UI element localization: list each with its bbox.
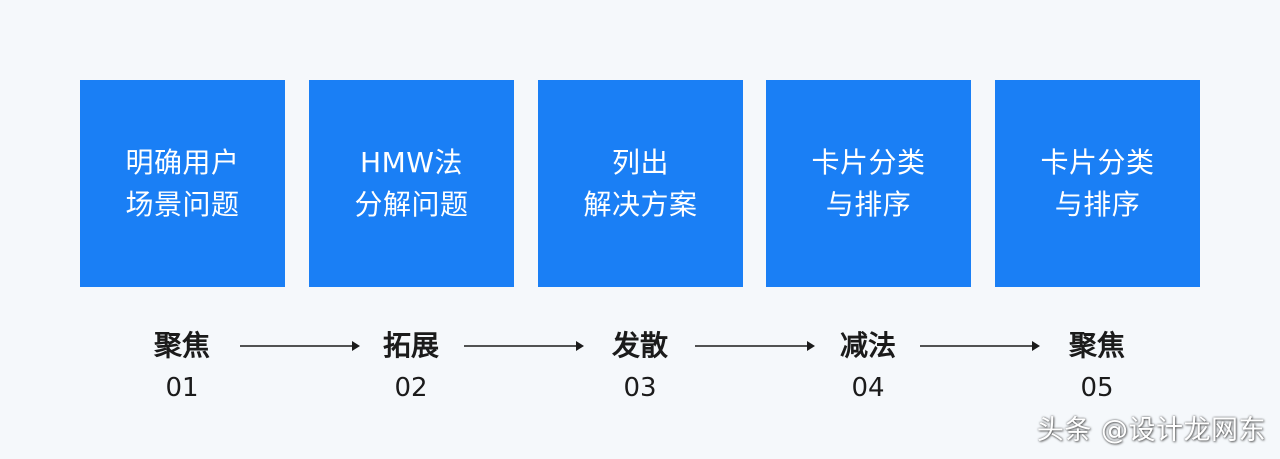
step-card-4-line-2: 与排序 xyxy=(825,187,912,221)
step-card-5-line-1: 卡片分类 xyxy=(1040,145,1155,179)
step-card-3: 列出 解决方案 xyxy=(538,80,743,287)
phase-number-3: 03 xyxy=(623,373,657,403)
step-card-2-line-1: HMW法 xyxy=(360,145,463,179)
watermark: 头条 @设计龙网东 xyxy=(1036,415,1266,446)
arrow-right-icon xyxy=(695,341,815,351)
step-card-1-line-2: 场景问题 xyxy=(125,187,240,221)
arrow-right-icon xyxy=(920,341,1040,351)
phase-label-5: 聚焦 xyxy=(1068,329,1125,362)
step-card-1-line-1: 明确用户 xyxy=(125,145,240,179)
arrow-right-icon xyxy=(464,341,584,351)
phase-label-4: 减法 xyxy=(839,329,896,362)
step-card-4: 卡片分类 与排序 xyxy=(766,80,971,287)
step-card-4-line-1: 卡片分类 xyxy=(811,145,926,179)
step-card-1: 明确用户 场景问题 xyxy=(80,80,285,287)
phase-label-1: 聚焦 xyxy=(153,329,210,362)
phase-number-2: 02 xyxy=(394,373,428,403)
step-card-3-line-1: 列出 xyxy=(611,145,669,179)
step-card-2: HMW法 分解问题 xyxy=(309,80,514,287)
phase-number-4: 04 xyxy=(851,373,885,403)
arrow-right-icon xyxy=(240,341,360,351)
step-card-5-line-2: 与排序 xyxy=(1054,187,1141,221)
phase-label-2: 拓展 xyxy=(382,329,439,362)
phase-number-1: 01 xyxy=(165,373,199,403)
phase-label-3: 发散 xyxy=(611,329,668,362)
step-card-5: 卡片分类 与排序 xyxy=(995,80,1200,287)
step-card-3-line-2: 解决方案 xyxy=(583,187,698,221)
phase-number-5: 05 xyxy=(1080,373,1114,403)
step-card-2-line-2: 分解问题 xyxy=(354,187,469,221)
